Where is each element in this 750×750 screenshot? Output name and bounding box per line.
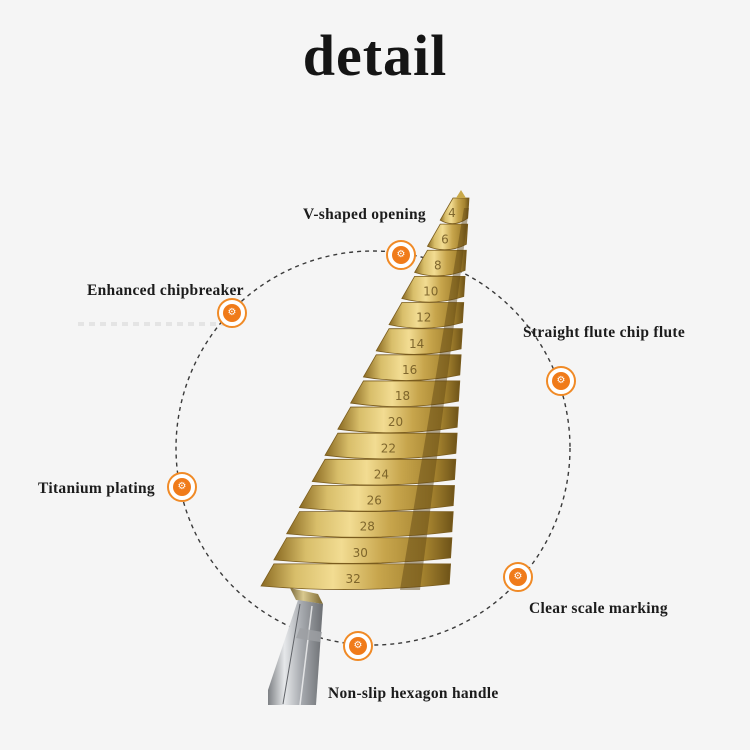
drill-tip [456,190,466,198]
scale-mark: 18 [395,389,410,403]
label-non-slip-hexagon-handle: Non-slip hexagon handle [328,685,499,702]
drill-step [439,197,470,225]
scale-mark: 28 [360,520,375,534]
scale-mark: 32 [346,572,361,586]
scale-mark: 10 [423,285,438,299]
drill-step [324,432,458,460]
scale-mark: 24 [374,467,389,481]
faint-dotted-mark [78,322,228,326]
drill-step [414,249,467,277]
drill-step [349,380,461,408]
drill-step [375,328,463,355]
scale-mark: 12 [416,311,431,325]
drill-step [260,563,452,590]
label-enhanced-chipbreaker: Enhanced chipbreaker [87,282,244,299]
settings-badge-icon: ⚙ [343,631,373,661]
scale-mark: 8 [434,258,442,272]
drill-step [337,406,459,434]
scale-mark: 30 [353,546,368,560]
settings-badge-icon: ⚙ [167,472,197,502]
scale-mark: 26 [367,494,382,508]
scale-mark: 22 [381,441,396,455]
drill-step [426,223,469,251]
scale-mark: 16 [402,363,417,377]
settings-badge-icon: ⚙ [217,298,247,328]
label-v-shaped-opening: V-shaped opening [303,206,426,223]
label-clear-scale-marking: Clear scale marking [529,600,668,617]
label-titanium-plating: Titanium plating [38,480,155,497]
shank-collar [290,588,323,604]
scale-mark: 14 [409,337,424,351]
hex-shank [268,600,323,705]
scale-mark: 6 [441,232,449,246]
drill-step [298,485,455,512]
drill-step [273,537,453,564]
settings-badge-icon: ⚙ [386,240,416,270]
label-straight-flute: Straight flute chip flute [523,324,686,341]
page-title: detail [302,23,448,88]
settings-badge-icon: ⚙ [503,562,533,592]
drill-step [401,276,466,303]
scale-mark: 4 [448,206,456,220]
scale-mark: 20 [388,415,403,429]
drill-step [311,458,457,486]
drill-step [388,302,465,329]
straight-flute [400,208,469,590]
settings-badge-icon: ⚙ [546,366,576,396]
drill-step [362,354,462,381]
drill-step [285,511,454,538]
